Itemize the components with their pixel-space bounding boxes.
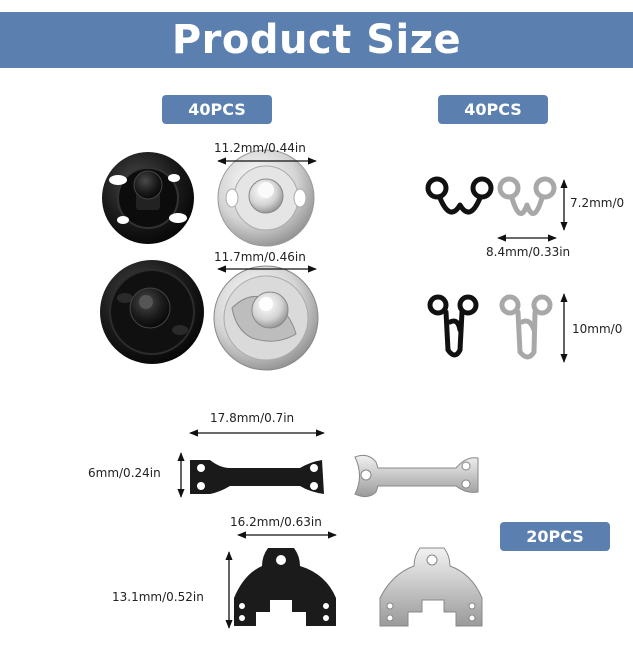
bar-width-dimension: 17.8mm/0.7in bbox=[210, 411, 295, 425]
black-snap-large bbox=[100, 260, 204, 364]
black-trouser-bar bbox=[190, 460, 324, 494]
page-title: Product Size bbox=[171, 17, 462, 63]
silver-snap-large bbox=[213, 265, 319, 371]
plate-width-dimension: 16.2mm/0.63in bbox=[230, 515, 322, 529]
hook-eye-width-dimension: 8.4mm/0.33in bbox=[486, 245, 571, 259]
badge-trouser-hooks-quantity: 20PCS bbox=[500, 522, 610, 551]
header-banner: Product Size bbox=[0, 12, 633, 68]
badge-snaps-quantity: 40PCS bbox=[162, 95, 272, 124]
snap-large-dimension: 11.7mm/0.46in bbox=[214, 250, 306, 264]
plate-height-dimension: 13.1mm/0.52in bbox=[112, 590, 204, 604]
black-snap-small bbox=[102, 152, 194, 244]
snap-small-dimension: 11.2mm/0.44in bbox=[214, 141, 306, 155]
black-hook-eye bbox=[425, 176, 494, 215]
bar-height-dimension: 6mm/0.24in bbox=[88, 466, 161, 480]
hook-eye-height-dimension: 7.2mm/0 bbox=[570, 196, 625, 210]
black-hook bbox=[427, 294, 479, 358]
badge-hook-eyes-quantity: 40PCS bbox=[438, 95, 548, 124]
black-trouser-plate bbox=[234, 548, 336, 626]
silver-trouser-plate bbox=[379, 547, 483, 627]
silver-snap-small bbox=[217, 149, 315, 247]
silver-hook bbox=[499, 294, 553, 360]
hook-height-dimension: 10mm/0 bbox=[572, 322, 623, 336]
silver-trouser-hook bbox=[354, 454, 479, 498]
silver-hook-eye bbox=[497, 176, 557, 216]
